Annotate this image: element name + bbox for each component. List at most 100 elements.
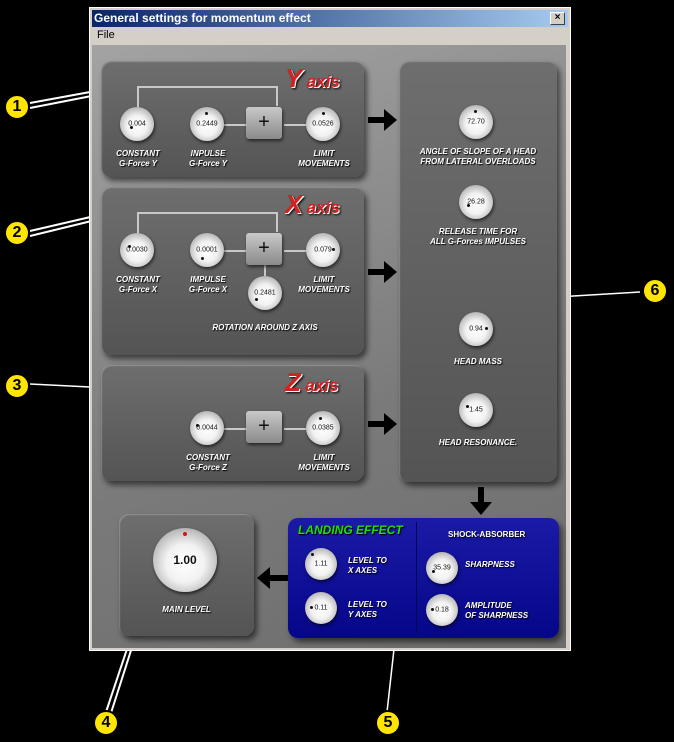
arrow-right-icon <box>384 413 397 435</box>
menu-bar: File <box>92 28 568 44</box>
arrow-down-icon <box>470 502 492 515</box>
sharpness-knob[interactable]: 35.39 <box>426 552 458 584</box>
callout-5: 5 <box>375 710 401 736</box>
menu-file[interactable]: File <box>97 29 115 41</box>
main-level-knob[interactable]: 1.00 <box>153 528 217 592</box>
z-axis-word: axis <box>305 376 339 395</box>
y-axis-letter: Y <box>285 63 303 93</box>
x-axis-word: axis <box>306 198 340 217</box>
knob-value: 1.11 <box>314 560 328 568</box>
title-bar: General settings for momentum effect × <box>92 10 568 27</box>
slope-angle-knob[interactable]: 72.70 <box>459 105 493 139</box>
z-axis-title: Z axis <box>285 367 338 398</box>
x-axis-letter: X <box>285 189 303 219</box>
z-sum-plus: + <box>246 411 282 443</box>
arrow-down-icon <box>478 487 484 503</box>
release-time-knob[interactable]: 26.28 <box>459 185 493 219</box>
knob-value: 72.70 <box>467 118 485 126</box>
arrow-left-icon <box>257 567 270 589</box>
close-button[interactable]: × <box>550 12 565 25</box>
knob-value: 0.11 <box>314 604 328 612</box>
y-axis-title: Y axis <box>285 63 340 94</box>
sharpness-label: SHARPNESS <box>465 560 515 569</box>
settings-window: General settings for momentum effect × F… <box>89 7 571 651</box>
knob-value: 0.18 <box>435 606 449 614</box>
arrow-right-icon <box>368 269 384 275</box>
y-axis-word: axis <box>306 72 340 91</box>
knob-value: 0.0044 <box>196 424 218 432</box>
constant-g-force-y-knob[interactable]: 0.004 <box>120 107 154 141</box>
callout-1: 1 <box>4 94 30 120</box>
arrow-right-icon <box>384 109 397 131</box>
x-sum-plus: + <box>246 233 282 265</box>
shock-absorber-title: SHOCK-ABSORBER <box>448 530 526 539</box>
arrow-right-icon <box>368 117 384 123</box>
impulse-g-force-y-knob[interactable]: 0.2449 <box>190 107 224 141</box>
y-sum-plus: + <box>246 107 282 139</box>
level-to-y-knob[interactable]: 0.11 <box>305 592 337 624</box>
amplitude-of-sharpness-knob[interactable]: 0.18 <box>426 594 458 626</box>
shock-absorber-section: SHOCK-ABSORBER 35.39 SHARPNESS 0.18 AMPL… <box>418 518 559 638</box>
main-level-panel: 1.00 MAIN LEVEL <box>119 514 254 636</box>
callout-4: 4 <box>93 710 119 736</box>
level-to-x-knob[interactable]: 1.11 <box>305 548 337 580</box>
head-resonance-knob[interactable]: 1.45 <box>459 393 493 427</box>
knob-value: 0.2449 <box>196 120 218 128</box>
knob-value: 0.0526 <box>312 120 334 128</box>
knob-value: 0.0385 <box>312 424 334 432</box>
arrow-left-icon <box>270 575 288 581</box>
knob-value: 0.079 <box>314 246 332 254</box>
knob-value: 1.45 <box>469 406 483 414</box>
limit-movements-z-knob[interactable]: 0.0385 <box>306 411 340 445</box>
callout-6: 6 <box>642 278 668 304</box>
arrow-right-icon <box>368 421 384 427</box>
knob-value: 35.39 <box>433 564 451 572</box>
rotation-around-z-knob[interactable]: 0.2481 <box>248 276 282 310</box>
knob-value: 0.0030 <box>126 246 148 254</box>
knob-value: 0.94 <box>469 325 483 333</box>
rotation-around-z-label: ROTATION AROUND Z AXIS <box>212 323 318 332</box>
constant-g-force-x-knob[interactable]: 0.0030 <box>120 233 154 267</box>
landing-effect-title: LANDING EFFECT <box>298 523 403 537</box>
knob-value: 1.00 <box>173 553 197 567</box>
callout-2: 2 <box>4 220 30 246</box>
knob-value: 0.004 <box>128 120 146 128</box>
head-mass-knob[interactable]: 0.94 <box>459 312 493 346</box>
head-resonance-label: HEAD RESONANCE. <box>438 438 518 447</box>
knob-value: 0.0001 <box>196 246 218 254</box>
z-axis-letter: Z <box>285 367 301 397</box>
x-axis-title: X axis <box>285 189 340 220</box>
landing-divider <box>416 522 417 634</box>
limit-movements-x-knob[interactable]: 0.079 <box>306 233 340 267</box>
knob-value: 26.28 <box>467 198 485 206</box>
window-title: General settings for momentum effect <box>94 11 311 25</box>
knob-value: 0.2481 <box>254 289 276 297</box>
flow-arrows <box>257 109 492 589</box>
impulse-g-force-x-knob[interactable]: 0.0001 <box>190 233 224 267</box>
head-mass-label: HEAD MASS <box>453 357 502 366</box>
arrow-right-icon <box>384 261 397 283</box>
callout-3: 3 <box>4 373 30 399</box>
constant-g-force-z-knob[interactable]: 0.0044 <box>190 411 224 445</box>
limit-movements-y-knob[interactable]: 0.0526 <box>306 107 340 141</box>
